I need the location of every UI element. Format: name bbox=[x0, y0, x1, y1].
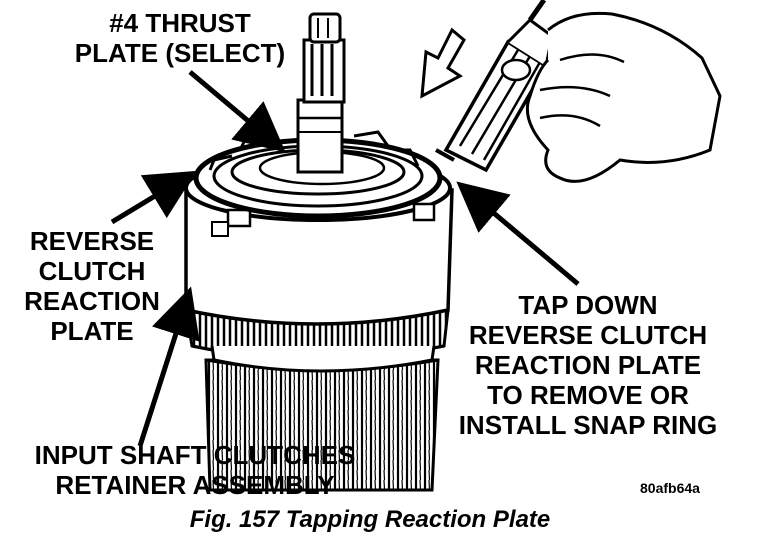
callout-line: #4 THRUST bbox=[109, 8, 251, 38]
callout-tap-down-instruction: TAP DOWN REVERSE CLUTCH REACTION PLATE T… bbox=[438, 290, 738, 440]
callout-line: REACTION bbox=[24, 286, 160, 316]
callout-line: RETAINER ASSEMBLY bbox=[55, 470, 335, 500]
callout-line: TAP DOWN bbox=[518, 290, 658, 320]
callout-thrust-plate: #4 THRUST PLATE (SELECT) bbox=[60, 8, 300, 68]
leader-input-shaft bbox=[137, 286, 200, 447]
leader-tap-down bbox=[456, 181, 580, 286]
callout-line: REVERSE bbox=[29, 226, 155, 256]
callout-line: REACTION PLATE bbox=[474, 350, 702, 380]
callout-input-shaft-retainer: INPUT SHAFT CLUTCHES RETAINER ASSEMBLY bbox=[10, 440, 380, 500]
callout-line: TO REMOVE OR bbox=[487, 380, 689, 410]
figure-caption: Fig. 157 Tapping Reaction Plate bbox=[189, 506, 551, 533]
callout-line: CLUTCH bbox=[38, 256, 146, 286]
callout-line: INPUT SHAFT CLUTCHES bbox=[34, 440, 356, 470]
callout-line: PLATE (SELECT) bbox=[74, 38, 286, 68]
leader-reverse-clutch bbox=[110, 170, 197, 225]
callout-reverse-clutch-plate: REVERSE CLUTCH REACTION PLATE bbox=[12, 226, 172, 346]
leader-thrust-plate bbox=[188, 70, 286, 153]
input-shaft bbox=[296, 12, 346, 174]
callout-line: REVERSE CLUTCH bbox=[468, 320, 708, 350]
callout-line: PLATE bbox=[50, 316, 134, 346]
hand-with-screwdriver bbox=[435, 0, 722, 183]
reaction-plate bbox=[193, 130, 443, 219]
tap-direction-arrow bbox=[420, 27, 466, 99]
callout-line: INSTALL SNAP RING bbox=[458, 410, 718, 440]
figure-image-id: 80afb64a bbox=[640, 480, 700, 496]
